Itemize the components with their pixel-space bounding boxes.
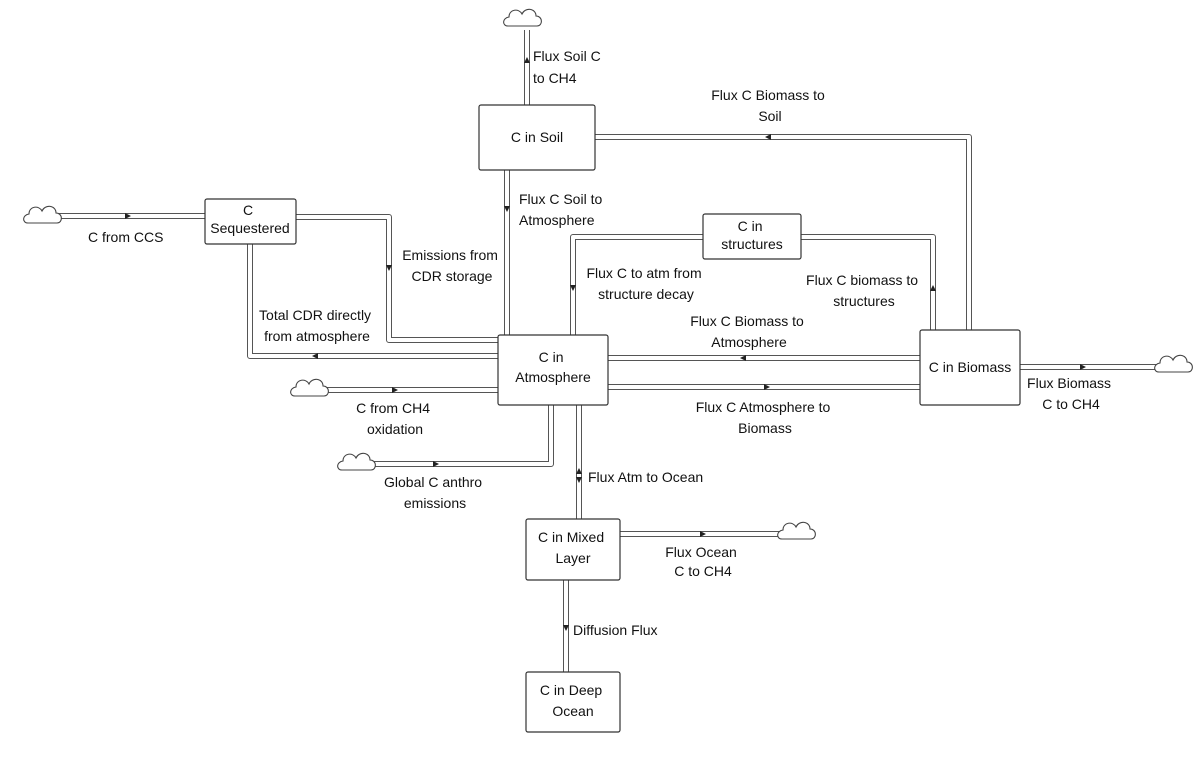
arrow-down-icon bbox=[504, 206, 510, 212]
cloud-icon bbox=[777, 521, 816, 540]
arrow-right-icon bbox=[392, 387, 398, 393]
cloud-icon bbox=[1154, 354, 1193, 373]
svg-text:C in Soil: C in Soil bbox=[511, 129, 563, 145]
cloud-icon bbox=[23, 205, 62, 224]
svg-text:C in Biomass: C in Biomass bbox=[929, 359, 1011, 375]
stock-label: Layer bbox=[555, 550, 590, 566]
clouds bbox=[23, 8, 1193, 540]
pipe-structure-decay[interactable] bbox=[570, 234, 703, 335]
stock-label: structures bbox=[721, 236, 782, 252]
flow-label-ccs: C from CCS bbox=[88, 229, 163, 245]
stock-c-in-biomass[interactable]: C in Biomass bbox=[919, 329, 1021, 406]
flow-label-atm-ocean: Flux Atm to Ocean bbox=[588, 469, 703, 485]
arrow-right-icon bbox=[1080, 364, 1086, 370]
flow-label-cdr-direct: Total CDR directly from atmosphere bbox=[259, 307, 375, 344]
arrow-up-icon bbox=[930, 285, 936, 291]
svg-text:C in structures: C in structures bbox=[721, 218, 782, 252]
flow-label-anthro: Global C anthro emissions bbox=[384, 474, 486, 511]
stock-c-in-soil[interactable]: C in Soil bbox=[478, 104, 596, 171]
stock-boxes: C in Soil C Sequestered C in structures … bbox=[204, 104, 1021, 733]
flow-label-biomass-ch4: Flux Biomass C to CH4 bbox=[1027, 375, 1115, 412]
stock-label: C in Deep bbox=[540, 682, 602, 698]
arrow-down-icon bbox=[386, 265, 392, 271]
svg-text:C in Atmosphere: C in Atmosphere bbox=[515, 349, 591, 385]
flow-arrows bbox=[125, 57, 1086, 631]
flow-label-soil-ch4: Flux Soil C to CH4 bbox=[533, 48, 605, 86]
arrow-left-icon bbox=[740, 355, 746, 361]
stock-label: C in Biomass bbox=[929, 359, 1011, 375]
stock-c-in-mixed-layer[interactable]: C in Mixed Layer bbox=[525, 518, 621, 581]
stock-c-in-atmosphere[interactable]: C in Atmosphere bbox=[497, 334, 609, 406]
stock-c-in-deep-ocean[interactable]: C in Deep Ocean bbox=[525, 671, 621, 733]
svg-text:C in Mixed Layer: C in Mixed Layer bbox=[538, 529, 608, 566]
arrow-left-icon bbox=[765, 134, 771, 140]
pipe-biomass-to-structures[interactable] bbox=[801, 234, 936, 330]
stock-c-in-structures[interactable]: C in structures bbox=[702, 213, 802, 260]
arrow-up-icon bbox=[524, 57, 530, 63]
arrow-up-icon bbox=[576, 468, 582, 474]
flow-label-structure-decay: Flux C to atm from structure decay bbox=[586, 265, 705, 302]
arrow-right-icon bbox=[700, 531, 706, 537]
arrow-down-icon bbox=[570, 285, 576, 291]
arrow-left-icon bbox=[312, 353, 318, 359]
flow-label-biomass-soil: Flux C Biomass to Soil bbox=[711, 87, 828, 124]
pipe-biomass-to-soil[interactable] bbox=[595, 134, 972, 330]
svg-text:C in Deep Ocean: C in Deep Ocean bbox=[540, 682, 606, 719]
flow-label-cdr-storage: Emissions from CDR storage bbox=[402, 247, 502, 284]
arrow-right-icon bbox=[764, 384, 770, 390]
cloud-icon bbox=[337, 452, 376, 471]
arrow-down-icon bbox=[563, 625, 569, 631]
flow-labels: Flux Soil C to CH4 Flux C Biomass to Soi… bbox=[88, 48, 1115, 638]
flow-label-diffusion: Diffusion Flux bbox=[573, 622, 658, 638]
stock-label: C in bbox=[738, 218, 763, 234]
flow-label-biomass-atm: Flux C Biomass to Atmosphere bbox=[690, 313, 807, 350]
pipe-anthro-emissions[interactable] bbox=[368, 405, 554, 467]
flow-label-biomass-structures: Flux C biomass to structures bbox=[806, 272, 922, 309]
svg-text:C Sequestered: C Sequestered bbox=[210, 202, 289, 236]
cloud-icon bbox=[503, 8, 542, 27]
flow-label-soil-atm: Flux C Soil to Atmosphere bbox=[519, 191, 606, 228]
stock-label: C in Mixed bbox=[538, 529, 604, 545]
flow-label-atm-biomass: Flux C Atmosphere to Biomass bbox=[696, 399, 835, 436]
pipe-cdr-direct[interactable] bbox=[247, 244, 498, 359]
arrow-right-icon bbox=[433, 461, 439, 467]
flow-label-ch4-oxidation: C from CH4 oxidation bbox=[356, 400, 434, 437]
stock-label: Ocean bbox=[552, 703, 593, 719]
arrow-down-icon bbox=[576, 477, 582, 483]
stock-c-sequestered[interactable]: C Sequestered bbox=[204, 198, 297, 245]
stock-label: C in Soil bbox=[511, 129, 563, 145]
pipe-cdr-storage[interactable] bbox=[296, 214, 498, 343]
stock-label: C bbox=[243, 202, 253, 218]
stock-label: Sequestered bbox=[210, 220, 289, 236]
arrow-right-icon bbox=[125, 213, 131, 219]
cloud-icon bbox=[290, 378, 329, 397]
stock-label: Atmosphere bbox=[515, 369, 591, 385]
flow-pipes bbox=[58, 30, 1165, 672]
flow-label-ocean-ch4: Flux Ocean C to CH4 bbox=[665, 544, 740, 579]
stock-label: C in bbox=[539, 349, 564, 365]
